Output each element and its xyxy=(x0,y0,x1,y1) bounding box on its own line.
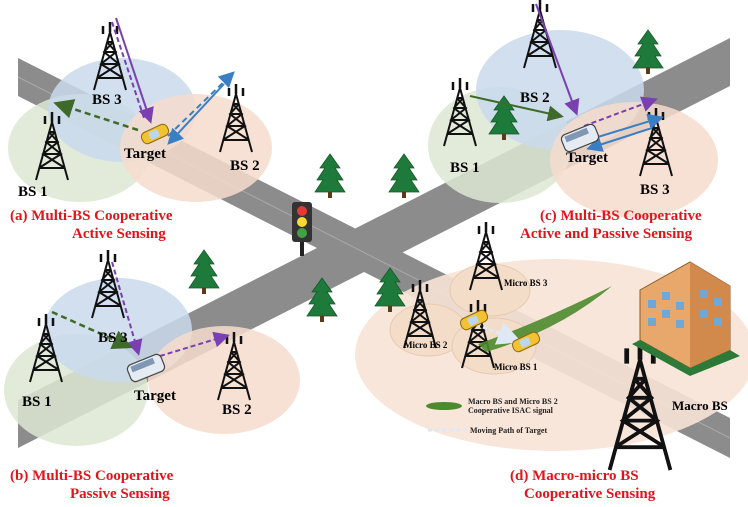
panel-a-bs2-label: BS 2 xyxy=(230,158,260,174)
panel-b-bs3-label: BS 3 xyxy=(98,330,128,346)
panel-c-target-label: Target xyxy=(566,150,608,166)
tree-icon xyxy=(188,249,220,295)
panel-b-bs1-label: BS 1 xyxy=(22,394,52,410)
panel-d-micro1-label: Micro BS 1 xyxy=(494,362,538,372)
building-icon xyxy=(632,261,740,376)
panel-d-micro3-label: Micro BS 3 xyxy=(504,278,548,288)
panel-d-legend-signal-1: Macro BS and Micro BS 2 xyxy=(468,397,558,406)
panel-d-caption-1: (d) Macro-micro BS xyxy=(510,468,639,484)
panel-d-signals xyxy=(458,286,612,354)
panel-c-signals xyxy=(469,3,664,154)
panel-c-bs3-label: BS 3 xyxy=(640,182,670,198)
panel-d-macro-label: Macro BS xyxy=(672,398,728,413)
panel-a-signals xyxy=(53,17,235,146)
tree-icon xyxy=(388,153,420,199)
panel-d-micro2-label: Micro BS 2 xyxy=(404,340,448,350)
tree-icon xyxy=(632,29,664,75)
panel-c-caption-1: (c) Multi-BS Cooperative xyxy=(540,208,702,224)
panel-b-signals xyxy=(51,261,230,384)
panel-b-caption-2: Passive Sensing xyxy=(70,486,170,502)
tree-icon xyxy=(314,153,346,199)
panel-c-caption-2: Active and Passive Sensing xyxy=(520,226,693,242)
panel-a-bs3-label: BS 3 xyxy=(92,92,122,108)
panel-c-coverage xyxy=(428,30,718,218)
panel-a-bs1-label: BS 1 xyxy=(18,184,48,200)
panel-a-caption-1: (a) Multi-BS Cooperative xyxy=(10,208,173,224)
panel-d-legend-signal-2: Cooperative ISAC signal xyxy=(468,406,554,415)
panel-d-legend-path: Moving Path of Target xyxy=(470,426,547,435)
panel-d-legend xyxy=(426,402,466,432)
panel-a-caption-2: Active Sensing xyxy=(72,226,166,242)
panel-c-bs2-label: BS 2 xyxy=(520,90,550,106)
panel-c-bs1-label: BS 1 xyxy=(450,160,480,176)
traffic-light-icon xyxy=(292,202,312,256)
panel-b-caption-1: (b) Multi-BS Cooperative xyxy=(10,468,174,484)
panel-b-bs2-label: BS 2 xyxy=(222,402,252,418)
panel-b-target-label: Target xyxy=(134,388,176,404)
panel-a-target-label: Target xyxy=(124,146,166,162)
panel-d-caption-2: Cooperative Sensing xyxy=(524,486,656,502)
